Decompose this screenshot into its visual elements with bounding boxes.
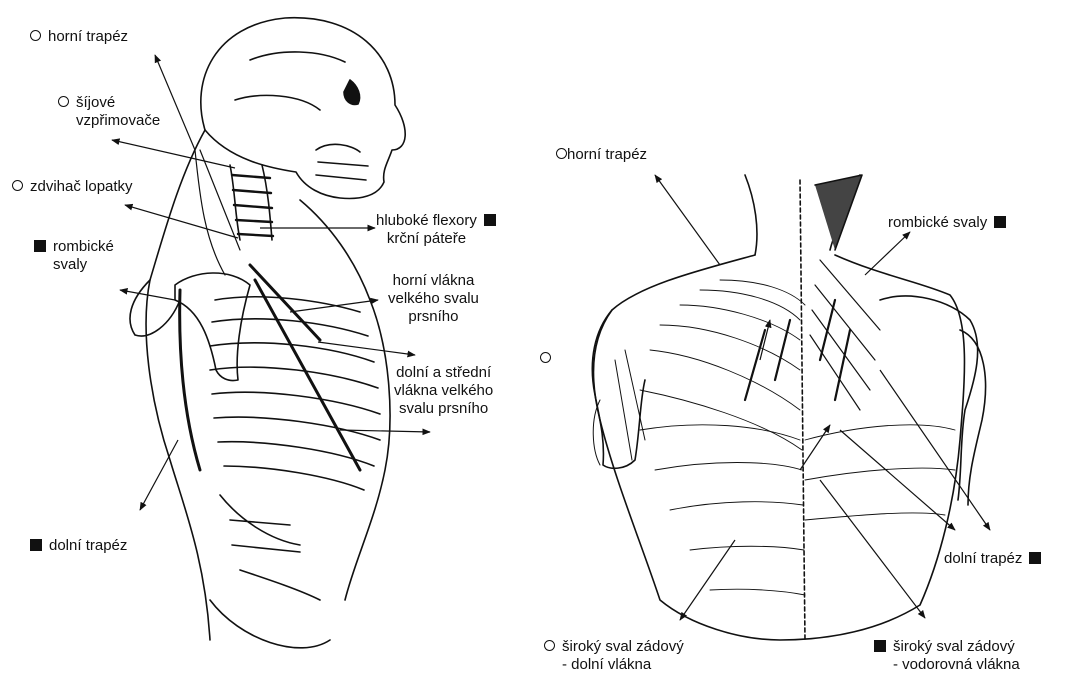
label-left-horni-trapez: horní trapéz [30, 28, 128, 46]
open-circle-icon [12, 180, 23, 191]
filled-square-icon [1029, 552, 1041, 564]
label-right-siroky-vodorovna: široký sval zádový - vodorovná vlákna [874, 638, 1020, 674]
label-left-rombicke: rombické svaly [34, 238, 114, 274]
right-figure-drawing [592, 175, 985, 640]
open-circle-icon [544, 640, 555, 651]
label-left-horni-vlakna: horní vlákna velkého svalu prsního [388, 272, 479, 326]
filled-square-icon [994, 216, 1006, 228]
label-left-dolni-stredni-marker [540, 350, 551, 368]
left-figure-drawing [130, 18, 405, 648]
label-left-hluboke: hluboké flexory krční páteře [376, 212, 496, 248]
right-figure-arrows [655, 175, 990, 620]
open-circle-icon [540, 352, 551, 363]
filled-square-icon [874, 640, 886, 652]
label-left-sijove: šíjové vzpřimovače [58, 94, 160, 130]
filled-square-icon [30, 539, 42, 551]
label-right-dolni-trapez: dolní trapéz [944, 550, 1041, 568]
back-outline [594, 255, 965, 640]
label-right-rombicke: rombické svaly [888, 214, 1006, 232]
label-left-dolni-stredni: dolní a střední vlákna velkého svalu prs… [394, 364, 493, 418]
scapula [175, 273, 250, 381]
label-left-zdvihac: zdvihač lopatky [12, 178, 133, 196]
filled-square-icon [34, 240, 46, 252]
open-circle-icon [30, 30, 41, 41]
label-right-siroky-dolni: široký sval zádový - dolní vlákna [544, 638, 684, 674]
open-circle-icon [58, 96, 69, 107]
label-left-dolni-trapez: dolní trapéz [30, 537, 127, 555]
filled-square-icon [484, 214, 496, 226]
spine-line [800, 180, 805, 640]
open-circle-icon [556, 148, 567, 159]
label-right-horni-trapez: horní trapéz [556, 146, 647, 164]
